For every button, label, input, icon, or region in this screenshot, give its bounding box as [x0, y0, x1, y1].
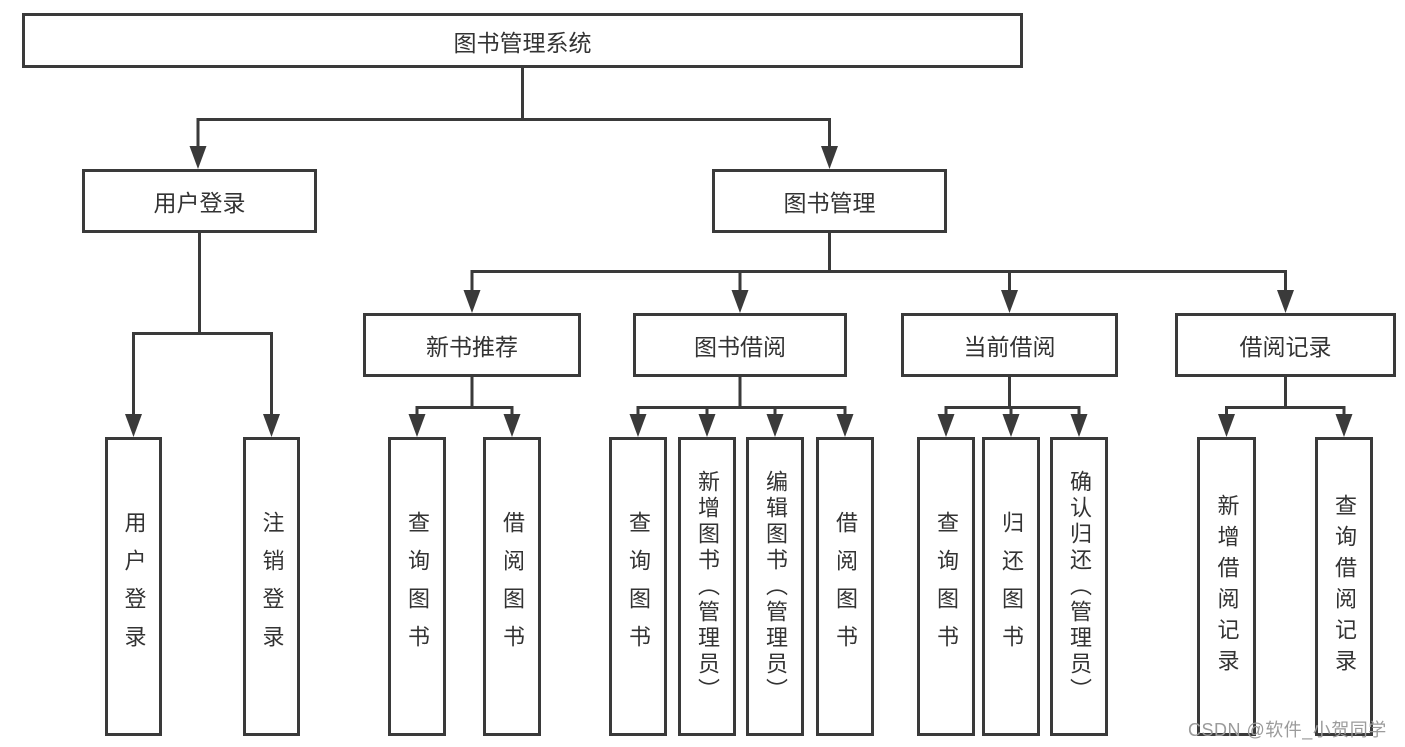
arrow-icon	[766, 414, 784, 437]
node-label: 注销登录	[259, 510, 285, 663]
node-leaf-confirm-return-admin: 确认归还（管理员）	[1050, 437, 1108, 736]
arrow-icon	[1070, 414, 1088, 437]
arrow-icon	[1002, 414, 1020, 437]
node-label: 借阅记录	[1239, 334, 1332, 360]
node-label: 当前借阅	[963, 334, 1056, 360]
arrow-icon	[463, 290, 481, 313]
node-label: 用户登录	[153, 190, 246, 216]
node-leaf-logout: 注销登录	[243, 437, 300, 736]
node-label: 查询图书	[405, 510, 430, 663]
node-borrow-records: 借阅记录	[1175, 313, 1396, 377]
arrow-icon	[629, 414, 647, 437]
node-leaf-edit-books-admin: 编辑图书（管理员）	[746, 437, 804, 736]
node-label: 用户登录	[121, 510, 147, 663]
node-leaf-add-borrow-record: 新增借阅记录	[1197, 437, 1256, 736]
arrow-icon	[125, 414, 142, 437]
connector-book-borrow-branch	[636, 377, 847, 421]
arrow-icon	[503, 414, 521, 437]
connector-book-mgmt-branch	[470, 233, 1287, 295]
node-label: 图书管理	[783, 190, 876, 216]
node-leaf-query-books-1: 查询图书	[388, 437, 446, 736]
connector-borrow-records-branch	[1225, 377, 1346, 421]
node-leaf-user-login: 用户登录	[105, 437, 162, 736]
node-label: 归还图书	[999, 510, 1024, 663]
arrowheads	[125, 146, 1353, 437]
node-new-book-recommend: 新书推荐	[363, 313, 581, 377]
node-label: 查询图书	[626, 510, 651, 663]
node-user-login: 用户登录	[82, 169, 317, 233]
connector-new-book-branch	[415, 377, 514, 421]
arrow-icon	[1335, 414, 1353, 437]
arrow-icon	[836, 414, 854, 437]
node-label: 图书管理系统	[453, 29, 592, 56]
node-label: 确认归还（管理员）	[1067, 469, 1092, 704]
node-current-borrow: 当前借阅	[901, 313, 1118, 377]
arrow-icon	[408, 414, 426, 437]
arrow-icon	[698, 414, 716, 437]
node-leaf-query-books-2: 查询图书	[609, 437, 667, 736]
node-label: 图书借阅	[694, 334, 786, 360]
node-label: 借阅图书	[833, 510, 858, 663]
arrow-icon	[937, 414, 955, 437]
arrow-icon	[1001, 290, 1018, 313]
connector-root-to-level2	[196, 68, 831, 151]
arrow-icon	[263, 414, 280, 437]
arrow-icon	[1218, 414, 1235, 437]
node-label: 查询借阅记录	[1332, 493, 1357, 680]
arrow-icon	[731, 290, 749, 313]
node-label: 借阅图书	[500, 510, 525, 663]
node-leaf-borrow-books-2: 借阅图书	[816, 437, 874, 736]
node-book-management: 图书管理	[712, 169, 947, 233]
connector-user-login-branch	[132, 233, 273, 420]
node-leaf-borrow-books-1: 借阅图书	[483, 437, 541, 736]
node-leaf-return-books: 归还图书	[982, 437, 1040, 736]
node-leaf-query-books-3: 查询图书	[917, 437, 975, 736]
node-leaf-query-borrow-record: 查询借阅记录	[1315, 437, 1373, 736]
node-book-borrow: 图书借阅	[633, 313, 847, 377]
node-label: 新增图书（管理员）	[695, 469, 720, 704]
arrow-icon	[1277, 290, 1294, 313]
node-label: 新书推荐	[426, 334, 518, 360]
node-root-library-management-system: 图书管理系统	[22, 13, 1023, 68]
node-label: 查询图书	[934, 510, 959, 663]
node-label: 新增借阅记录	[1214, 493, 1240, 680]
watermark: CSDN @软件_小贺同学	[1188, 720, 1387, 740]
node-leaf-add-books-admin: 新增图书（管理员）	[678, 437, 736, 736]
arrow-icon	[189, 146, 207, 169]
node-label: 编辑图书（管理员）	[763, 469, 788, 704]
arrow-icon	[821, 146, 838, 169]
